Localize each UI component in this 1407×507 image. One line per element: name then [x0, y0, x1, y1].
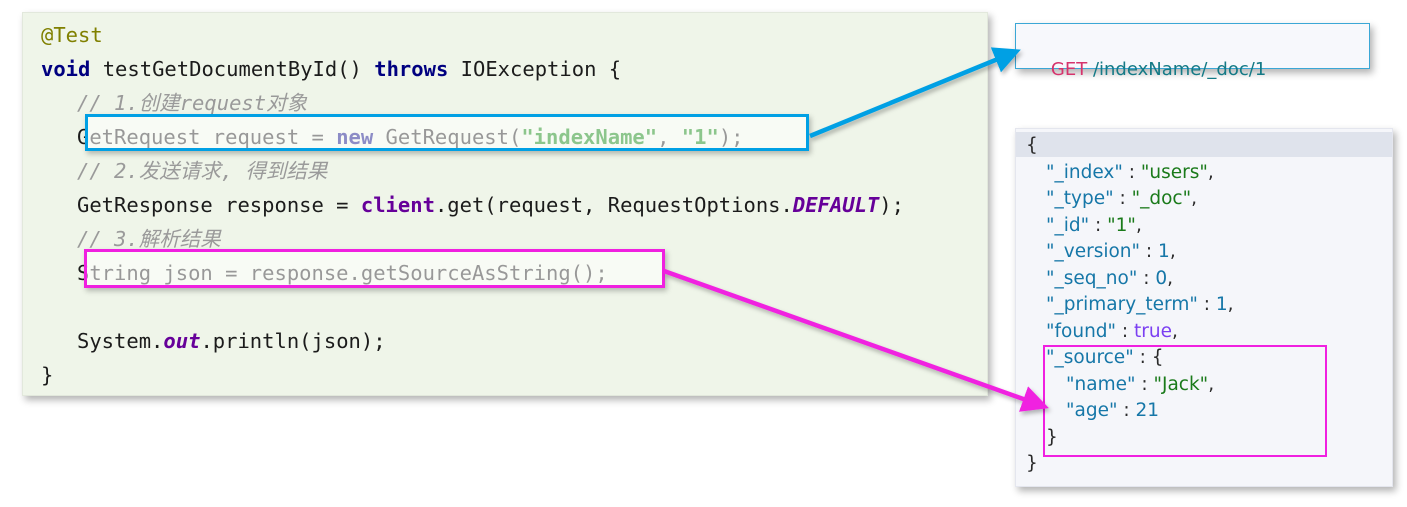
json-token-punct: : — [1133, 347, 1152, 368]
json-token-punct: : — [1117, 400, 1136, 421]
code-line: // 2.发送请求, 得到结果 — [77, 159, 328, 183]
code-token-kw: void — [41, 57, 91, 81]
code-line: String json = response.getSourceAsString… — [77, 261, 608, 285]
json-token-str: "1" — [1107, 214, 1136, 236]
code-line: } — [41, 363, 54, 387]
json-line: "_source" : { — [1046, 347, 1164, 369]
code-token-comment: // 2.发送请求, 得到结果 — [77, 159, 328, 183]
json-token-key: "_source" — [1046, 347, 1134, 368]
code-line: // 3.解析结果 — [77, 227, 221, 251]
json-line: "_seq_no" : 0, — [1046, 268, 1173, 290]
code-token-plain: IOException { — [448, 57, 622, 81]
json-token-key: "_primary_term" — [1046, 294, 1198, 315]
json-token-key: "_type" — [1046, 188, 1114, 209]
json-line: "name" : "Jack", — [1066, 374, 1214, 396]
json-token-punct: } — [1046, 426, 1058, 448]
code-token-field: client — [360, 193, 435, 217]
json-token-punct: : — [1137, 267, 1156, 289]
json-token-punct: , — [1167, 267, 1173, 289]
json-token-punct: { — [1151, 347, 1164, 368]
json-token-punct: : — [1113, 188, 1132, 209]
json-token-num: 21 — [1135, 400, 1160, 421]
json-token-punct: : — [1197, 294, 1216, 315]
code-token-plain: .println(json); — [200, 329, 386, 353]
json-token-num: 1 — [1215, 294, 1228, 315]
code-token-static: DEFAULT — [792, 193, 880, 217]
code-token-ann: @Test — [41, 23, 103, 47]
json-token-key: "age" — [1066, 400, 1118, 421]
json-line: { — [1026, 135, 1038, 157]
json-token-key: "_id" — [1046, 214, 1090, 236]
json-token-bool: true — [1134, 320, 1173, 342]
json-token-punct: : — [1116, 320, 1135, 342]
json-line: "found" : true, — [1046, 321, 1178, 343]
code-token-comment: // 1.创建request对象 — [77, 91, 308, 115]
http-verb: GET — [1050, 59, 1088, 80]
json-token-punct: , — [1208, 373, 1215, 395]
get-request-panel: GET /indexName/_doc/1 — [1015, 23, 1370, 80]
json-token-punct: , — [1191, 188, 1198, 209]
code-line: // 1.创建request对象 — [77, 91, 308, 115]
code-token-kw: new — [336, 125, 374, 149]
json-token-key: "_version" — [1046, 241, 1141, 262]
code-token-plain: GetResponse response = — [77, 193, 361, 217]
json-token-punct: , — [1207, 161, 1214, 183]
http-path: /indexName/_doc/1 — [1092, 59, 1267, 80]
json-result-panel: {"_index" : "users","_type" : "_doc","_i… — [1015, 128, 1393, 487]
code-line: System.out.println(json); — [77, 329, 386, 353]
json-token-num: 1 — [1158, 241, 1170, 262]
json-line: "_type" : "_doc", — [1046, 188, 1197, 210]
code-token-str: "1" — [681, 125, 719, 149]
code-line: @Test — [41, 23, 103, 47]
code-line: void testGetDocumentById() throws IOExce… — [41, 57, 622, 81]
code-token-plain: .get(request, RequestOptions. — [434, 193, 793, 217]
java-code-panel: @Test void testGetDocumentById() throws I… — [22, 12, 988, 396]
json-line: "_id" : "1", — [1046, 215, 1142, 237]
json-token-key: "found" — [1046, 320, 1117, 342]
json-token-punct: } — [1026, 453, 1038, 474]
json-token-key: "_seq_no" — [1046, 267, 1138, 289]
json-token-str: "Jack" — [1153, 373, 1209, 395]
json-token-num: 0 — [1155, 267, 1168, 289]
code-token-plain: System. — [77, 329, 164, 353]
json-line: "_primary_term" : 1, — [1046, 294, 1234, 316]
json-token-punct: : — [1122, 161, 1141, 183]
json-token-punct: : — [1135, 373, 1154, 395]
code-line — [41, 297, 53, 317]
json-token-key: "name" — [1066, 373, 1136, 395]
code-token-plain: } — [41, 363, 54, 387]
json-line: "_version" : 1, — [1046, 241, 1176, 263]
code-token-plain: GetRequest( — [373, 125, 522, 149]
json-token-punct: : — [1089, 214, 1108, 236]
code-token-str: "indexName" — [521, 125, 658, 149]
json-token-punct: , — [1172, 320, 1178, 342]
code-token-plain: GetRequest request = — [77, 125, 337, 149]
code-token-comment: // 3.解析结果 — [77, 227, 221, 251]
code-token-plain: ); — [718, 125, 744, 149]
code-line: GetRequest request = new GetRequest("ind… — [77, 125, 744, 149]
json-token-punct: { — [1026, 135, 1038, 156]
json-token-str: "_doc" — [1131, 188, 1192, 209]
json-line: } — [1026, 453, 1038, 475]
json-token-key: "_index" — [1046, 161, 1123, 183]
code-token-plain: String json = response.getSourceAsString… — [77, 261, 608, 285]
json-line: "_index" : "users", — [1046, 162, 1214, 184]
code-line: GetResponse response = client.get(reques… — [77, 193, 904, 217]
current-line-highlight — [1016, 132, 1392, 157]
code-token-static: out — [163, 329, 201, 353]
json-line: } — [1046, 427, 1058, 449]
json-token-punct: , — [1135, 214, 1142, 236]
json-token-punct: , — [1227, 294, 1234, 315]
get-request-line: GET /indexName/_doc/1 — [1028, 34, 1266, 106]
json-token-punct: : — [1140, 241, 1159, 262]
json-line: "age" : 21 — [1066, 400, 1159, 422]
code-token-plain: testGetDocumentById() — [90, 57, 375, 81]
json-token-punct: , — [1169, 241, 1176, 262]
code-token-kw: throws — [374, 57, 449, 81]
code-token-plain: , — [657, 125, 682, 149]
json-token-str: "users" — [1140, 161, 1208, 183]
code-token-plain: ); — [879, 193, 904, 217]
